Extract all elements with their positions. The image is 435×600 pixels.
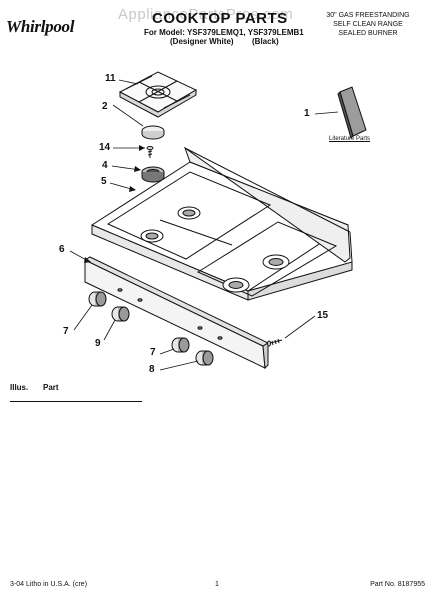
range-type-block: 30" GAS FREESTANDING SELF CLEAN RANGE SE… [309, 11, 427, 38]
model-line: For Model: YSF379LEMQ1, YSF379LEMB1 [144, 28, 304, 37]
callout-7a: 7 [63, 326, 69, 337]
footer-page: 1 [215, 581, 219, 588]
panel-screw [267, 338, 283, 347]
knob-left-rear [111, 306, 130, 322]
literature-booklet [337, 86, 367, 139]
callout-7b: 7 [150, 347, 156, 358]
brand-logo: Whirlpool [6, 17, 75, 36]
callout-11: 11 [105, 73, 116, 84]
table-rule [10, 401, 142, 402]
callout-2: 2 [102, 101, 108, 112]
callout-5: 5 [101, 176, 107, 187]
burner-cap [141, 125, 165, 140]
cooktop-panel [90, 146, 353, 301]
knob-right-front [195, 350, 214, 366]
screw [146, 146, 154, 158]
burner-base [141, 166, 165, 183]
callout-8: 8 [149, 364, 155, 375]
callout-14: 14 [99, 142, 111, 153]
range-type-line-3: SEALED BURNER [338, 30, 398, 37]
range-type-line-2: SELF CLEAN RANGE [333, 21, 403, 28]
knob-left-front [88, 291, 107, 307]
callout-4: 4 [102, 160, 108, 171]
variant-white: (Designer White) [170, 37, 234, 46]
literature-parts-label: Literature Parts [329, 136, 371, 142]
range-type-line-1: 30" GAS FREESTANDING [326, 12, 410, 19]
page-title: COOKTOP PARTS [152, 10, 288, 27]
watermark: AppliancePartsPros.com [118, 6, 294, 23]
column-illus: Illus. [10, 383, 29, 392]
callout-15: 15 [317, 310, 329, 321]
callout-6: 6 [59, 244, 65, 255]
footer-part-no: Part No. 8187955 [370, 581, 425, 588]
column-part: Part [43, 383, 59, 392]
callout-1: 1 [304, 108, 310, 119]
footer-litho: 3-04 Litho in U.S.A. (cre) [10, 581, 88, 588]
leader-arrows [84, 145, 145, 263]
burner-grate [118, 71, 198, 118]
variant-black: (Black) [252, 37, 279, 46]
callout-9: 9 [95, 338, 101, 349]
knob-right-rear [171, 337, 190, 353]
